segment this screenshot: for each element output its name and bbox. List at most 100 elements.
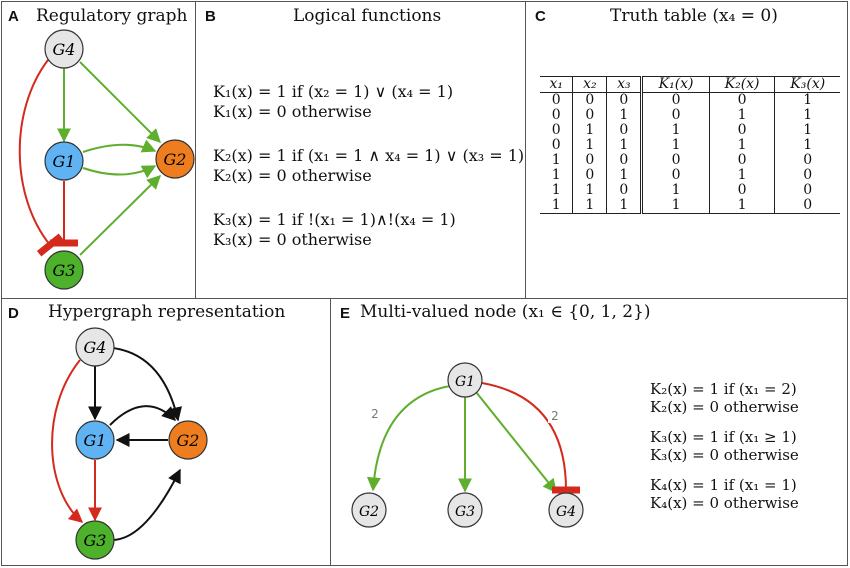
cell: 1 [551,167,561,183]
logic-line-6: K₃(x) = 0 otherwise [213,230,372,249]
node-d-g2-label: G2 [177,431,200,450]
panel-d-edges [51,347,182,541]
panel-e-label: E [340,305,351,322]
node-d-g4 [75,327,115,367]
edge-e-g1-g4 [475,391,557,494]
node-d-g3 [75,520,115,560]
node-e-g3 [447,492,483,528]
cell: 0 [572,153,607,168]
cell: 0 [708,92,775,108]
cell: 0 [640,153,710,168]
mv-line-3: K₃(x) = 1 if (x₁ ≥ 1) [650,428,797,446]
mv-line-2: K₂(x) = 0 otherwise [650,398,799,416]
logic-line-4: K₂(x) = 0 otherwise [213,166,372,185]
cell: 1 [774,92,840,108]
panel-b-label: B [205,8,216,25]
node-e-g1 [447,362,483,398]
cell: 1 [606,138,642,153]
cell: 0 [774,198,840,214]
cell: 1 [551,182,561,198]
edge-g2-g1-bottom [82,165,157,179]
node-e-g4 [548,492,584,528]
panel-e-title: Multi-valued node (x₁ ∈ {0, 1, 2}) [360,302,651,322]
panel-e-edges: 2 2 [366,382,581,494]
edge-g4-g2 [79,61,161,143]
cell: 1 [708,108,775,123]
cell: 1 [572,138,607,153]
cell: 1 [708,198,775,214]
cell: 1 [708,168,775,183]
panel-e-nodes: G1 G2 G3 G4 [351,362,584,528]
node-d-g1 [75,420,115,460]
mv-line-4: K₃(x) = 0 otherwise [650,446,799,464]
panel-a-nodes: G4 G1 G2 G3 [44,29,195,290]
header-k2: K₂(x) [708,76,775,93]
panel-d-title: Hypergraph representation [48,302,286,322]
cell: 0 [640,168,710,183]
cell: 0 [606,92,642,108]
panel-b [195,1,526,299]
node-e-g3-label: G3 [455,504,475,520]
cell: 1 [774,138,840,153]
node-a-g3-label: G3 [53,261,76,280]
node-a-g2 [155,139,195,179]
node-a-g1 [44,141,84,181]
cell: 1 [572,198,607,214]
cell: 1 [551,152,561,168]
panel-a-label: A [8,8,19,25]
cell: 0 [572,168,607,183]
cell: 1 [640,138,710,153]
cell: 1 [640,123,710,138]
cell: 0 [572,108,607,123]
cell: 1 [708,138,775,153]
edge-e-g1-g4-inhibit [481,382,581,494]
mv-line-1: K₂(x) = 1 if (x₁ = 2) [650,380,797,398]
cell: 1 [540,198,573,214]
edge-g1-g2-top [82,139,157,153]
node-d-g4-label: G4 [84,338,107,357]
panel-b-title: Logical functions [293,6,442,26]
edge-e-g1-g2 [366,384,457,492]
cell: 0 [640,92,710,108]
logic-line-5: K₃(x) = 1 if !(x₁ = 1)∧!(x₄ = 1) [213,210,456,229]
cell: 0 [551,92,561,108]
node-d-g1-label: G1 [84,431,107,450]
cell: 0 [606,153,642,168]
cell: 1 [606,198,642,214]
header-x2: x₂ [572,76,607,93]
edge-g4-g3-inhibit [18,59,64,257]
node-a-g2-label: G2 [164,150,187,169]
cell: 0 [551,137,561,153]
cell: 1 [640,198,710,214]
panel-a-title: Regulatory graph [36,6,188,26]
edge-e-label-right: 2 [551,409,559,423]
panel-d-nodes: G4 G1 G2 G3 [75,327,208,560]
edge-d-g3-g2 [111,468,181,541]
logic-line-3: K₂(x) = 1 if (x₁ = 1 ∧ x₄ = 1) ∨ (x₃ = 1… [213,146,525,165]
node-e-g4-label: G4 [556,504,576,520]
cell: 1 [774,123,840,138]
header-k3: K₃(x) [774,76,840,93]
edge-d-g1-g2 [109,405,176,426]
cell: 1 [606,108,642,123]
header-x1: x₁ [540,76,573,93]
cell: 0 [708,183,775,198]
mv-line-5: K₄(x) = 1 if (x₁ = 1) [650,476,797,494]
logic-line-1: K₁(x) = 1 if (x₂ = 1) ∨ (x₄ = 1) [213,82,454,101]
cell: 0 [551,107,561,123]
edge-g3-g2 [79,175,161,256]
cell: 1 [774,108,840,123]
panel-d-label: D [8,305,19,322]
panel-e [330,298,848,566]
node-d-g2 [168,420,208,460]
panel-c-title: Truth table (x₄ = 0) [610,6,778,26]
panel-d [1,298,331,566]
edge-d-g4-g3 [51,359,84,523]
